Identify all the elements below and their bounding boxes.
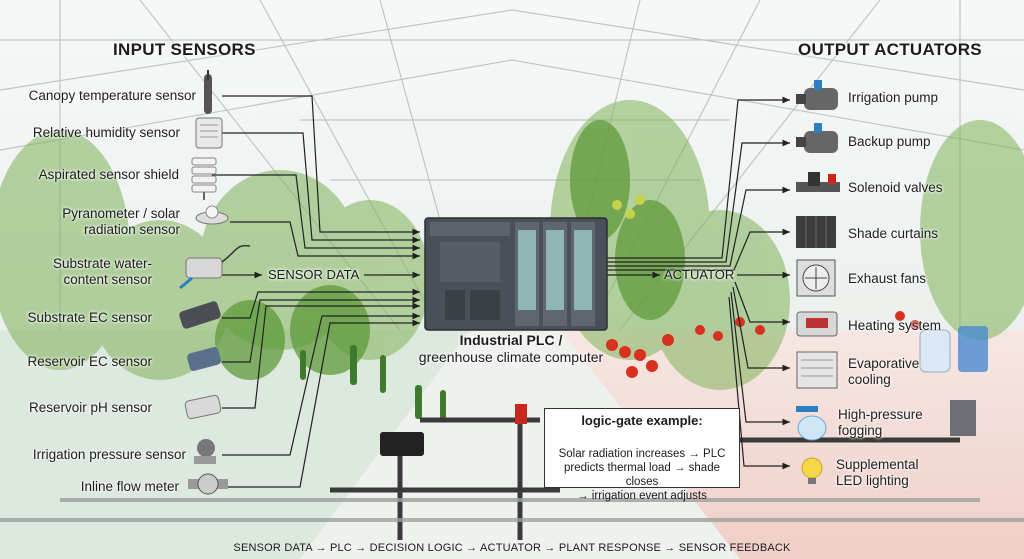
substrate-ec-sensor-icon	[179, 301, 221, 329]
solenoid-valves-icon	[796, 172, 840, 192]
label-evaporative-cooling: Evaporative cooling	[848, 356, 920, 387]
inline-flow-meter-icon	[188, 473, 228, 495]
backup-pump-icon	[796, 123, 838, 153]
heating-system-icon	[796, 311, 838, 337]
irrigation-pressure-sensor-icon	[194, 439, 216, 464]
led-lighting-icon	[801, 457, 823, 484]
pyranometer-icon	[195, 205, 229, 225]
irrigation-pump-icon	[796, 80, 838, 110]
logic-text: Solar radiation increases → PLC predicts…	[558, 448, 726, 502]
label-relative-humidity-sensor: Relative humidity sensor	[32, 125, 180, 140]
sensor-data-label: SENSOR DATA	[268, 267, 360, 282]
label-backup-pump: Backup pump	[848, 134, 931, 149]
label-aspirated-sensor-shield: Aspirated sensor shield	[38, 167, 179, 182]
label-irrigation-pressure-sensor: Irrigation pressure sensor	[32, 447, 186, 462]
plc-subtitle: greenhouse climate computer	[418, 349, 604, 365]
reservoir-ec-sensor-icon	[187, 347, 221, 371]
input-sensors-header: INPUT SENSORS	[113, 40, 256, 59]
output-actuators-header: OUTPUT ACTUATORS	[798, 40, 982, 59]
label-canopy-temperature-sensor: Canopy temperature sensor	[28, 88, 196, 103]
label-exhaust-fans: Exhaust fans	[848, 271, 927, 286]
plc-title: Industrial PLC /	[459, 332, 563, 348]
plc-unit	[424, 217, 608, 331]
actuator-label: ACTUATOR	[664, 267, 735, 282]
label-shade-curtains: Shade curtains	[848, 226, 939, 241]
label-inline-flow-meter: Inline flow meter	[80, 479, 179, 494]
label-reservoir-ec-sensor: Reservoir EC sensor	[27, 354, 152, 369]
logic-gate-example-box: logic-gate example: Solar radiation incr…	[544, 408, 740, 502]
footer-flow-caption: SENSOR DATA → PLC → DECISION LOGIC → ACT…	[233, 542, 791, 554]
label-supplemental-led-lighting: Supplemental LED lighting	[836, 457, 919, 488]
label-substrate-ec-sensor: Substrate EC sensor	[27, 310, 152, 325]
reservoir-ph-sensor-icon	[184, 394, 222, 420]
exhaust-fans-icon	[796, 259, 836, 297]
label-high-pressure-fogging: High-pressure fogging	[838, 407, 923, 438]
substrate-water-content-sensor-icon	[179, 244, 251, 290]
label-pyranometer: Pyranometer / solar radiation sensor	[62, 206, 180, 237]
label-reservoir-ph-sensor: Reservoir pH sensor	[28, 400, 152, 415]
label-solenoid-valves: Solenoid valves	[848, 180, 943, 195]
plc-caption: Industrial PLC / greenhouse climate comp…	[396, 332, 626, 366]
logic-title: logic-gate example:	[581, 413, 703, 428]
evaporative-cooling-icon	[796, 351, 838, 389]
shade-curtains-icon	[796, 216, 836, 248]
relative-humidity-sensor-icon	[195, 117, 223, 149]
label-irrigation-pump: Irrigation pump	[848, 90, 939, 105]
canopy-temperature-sensor-icon	[204, 70, 212, 114]
aspirated-sensor-shield-icon	[191, 157, 217, 200]
label-heating-system: Heating system	[848, 318, 942, 333]
high-pressure-fogging-icon	[796, 406, 827, 441]
label-substrate-water-content-sensor: Substrate water- content sensor	[52, 256, 152, 287]
